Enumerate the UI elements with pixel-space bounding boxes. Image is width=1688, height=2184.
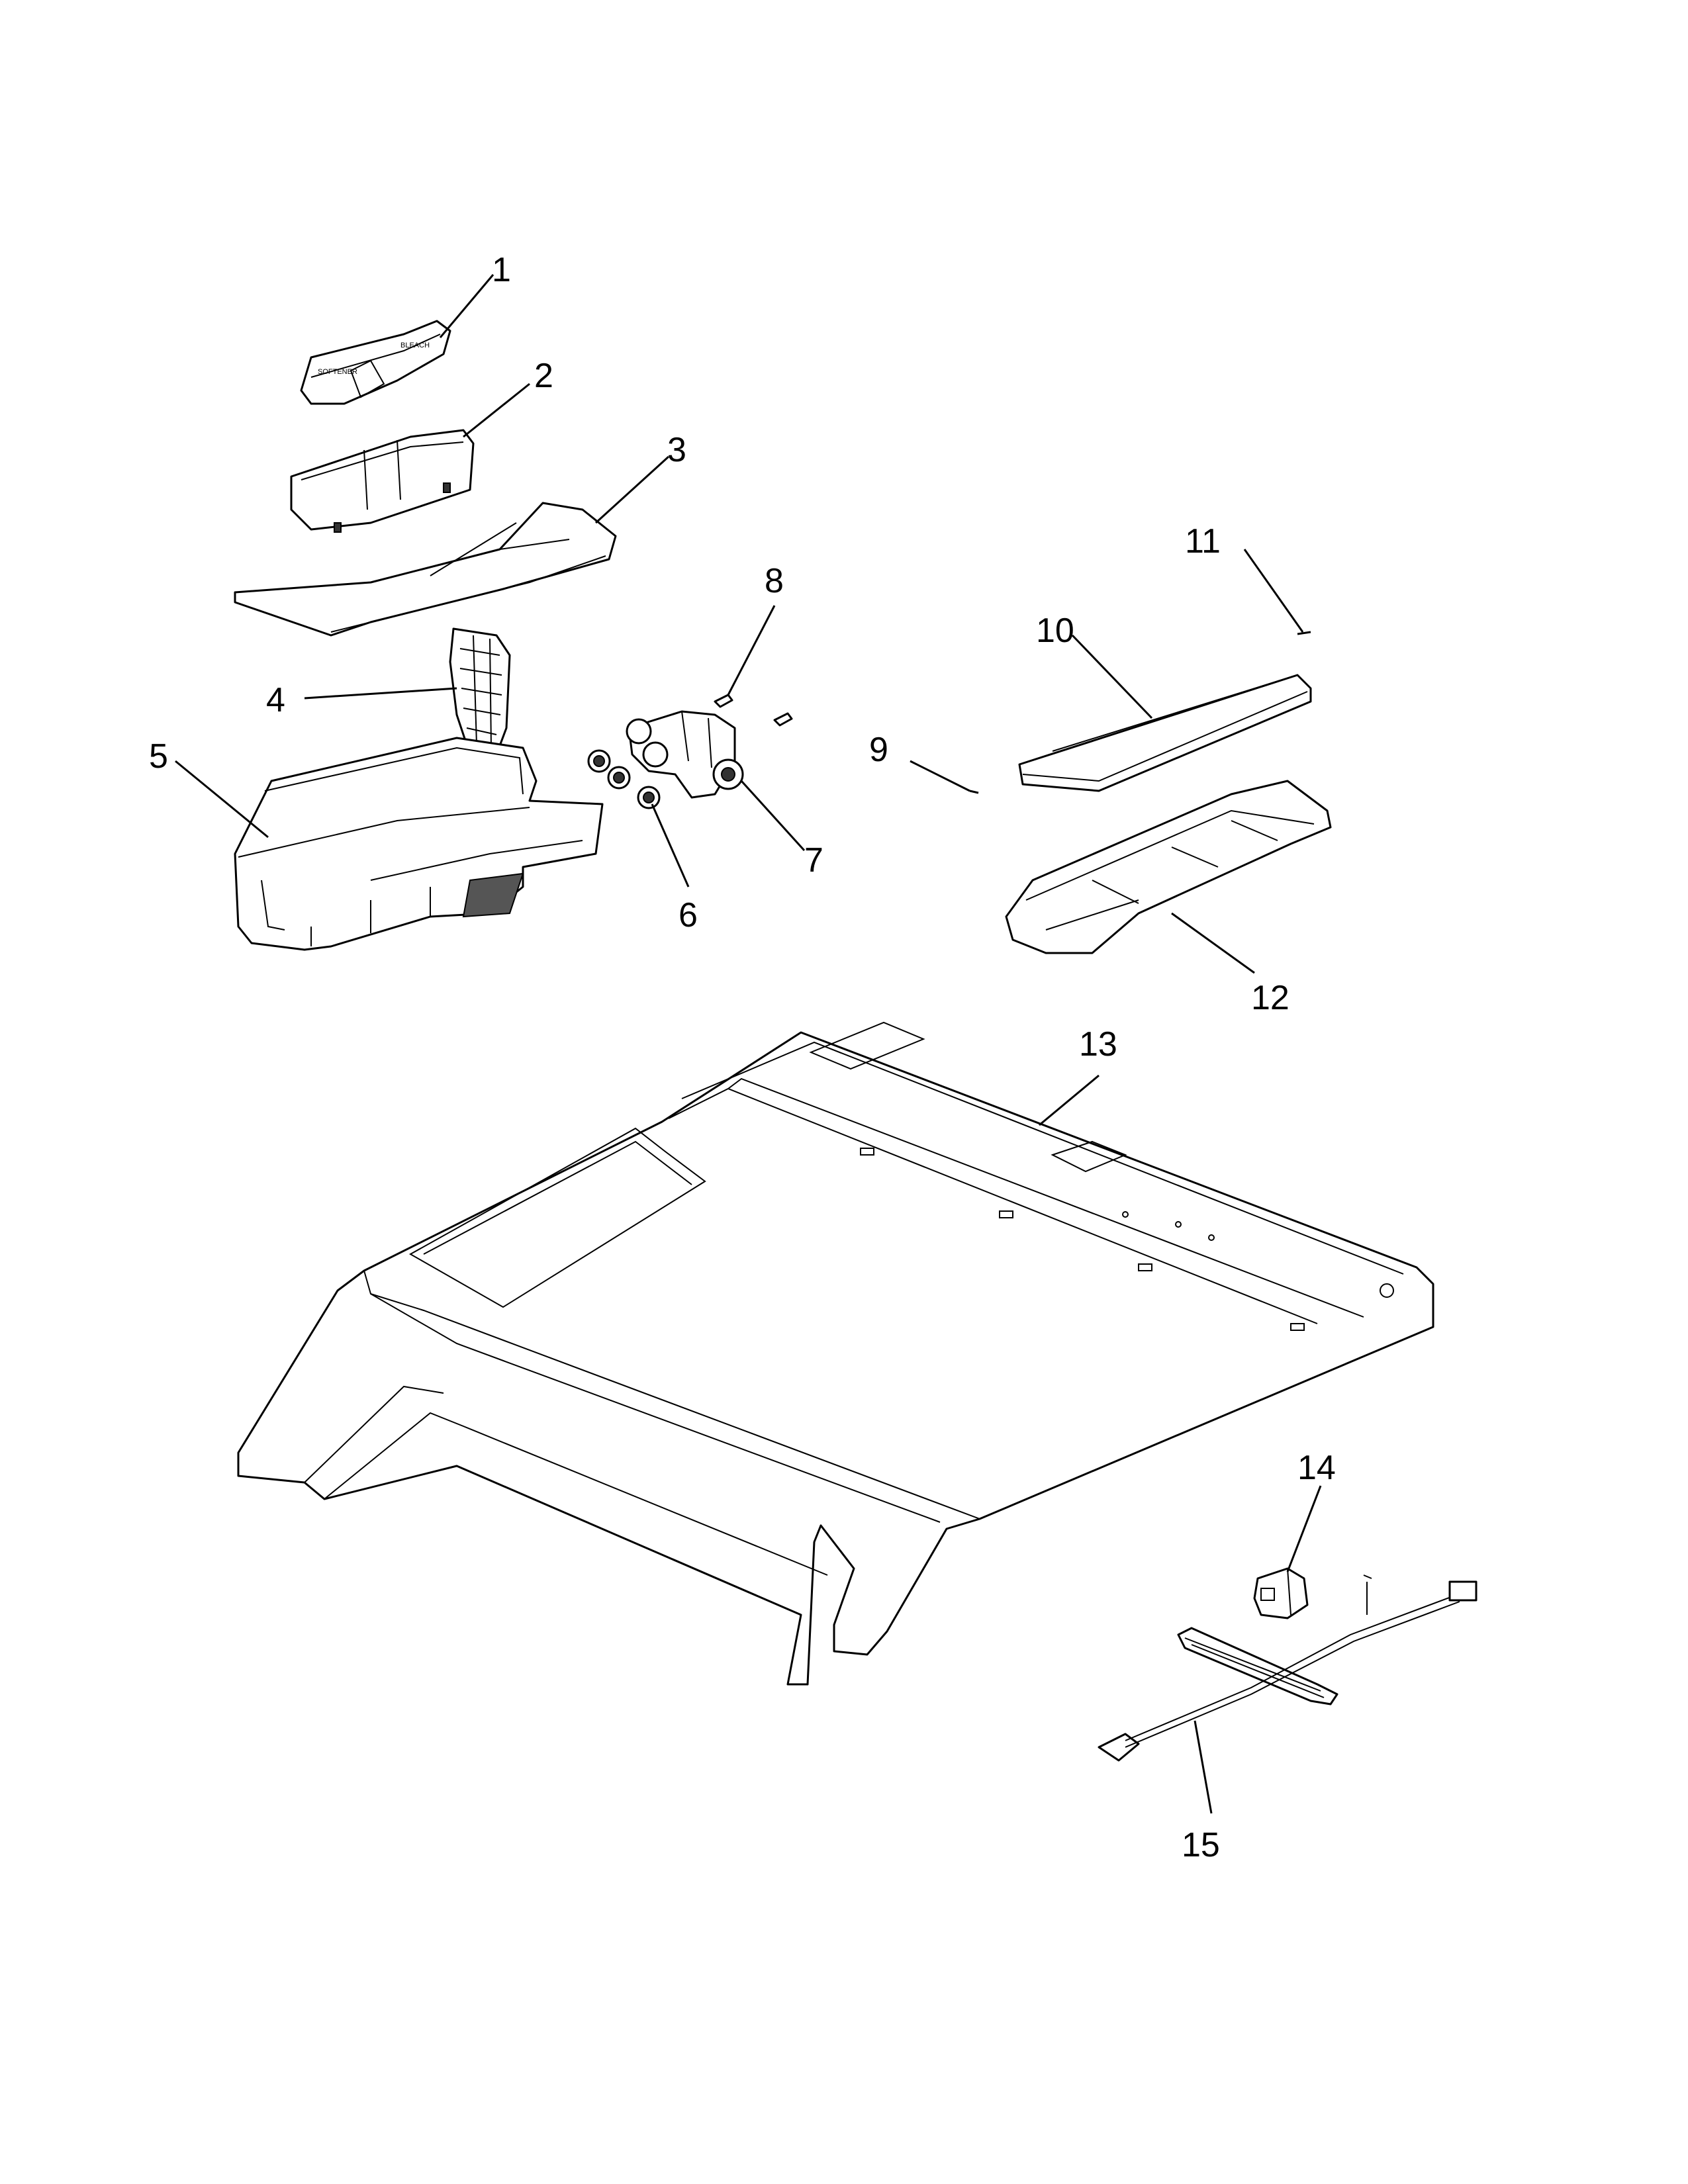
callout-4: 4 (266, 681, 285, 719)
callout-8: 8 (765, 562, 784, 600)
callout-2: 2 (534, 357, 553, 395)
part-15-power-cord (1098, 1574, 1477, 1762)
part-6-valve-nuts (587, 749, 661, 809)
part-14-strain-relief (1253, 1567, 1309, 1619)
leader-6 (651, 803, 690, 887)
leader-13 (1039, 1074, 1100, 1126)
leader-8 (727, 605, 776, 696)
leader-2 (463, 383, 530, 438)
leader-15 (1194, 1720, 1213, 1814)
part-1-label-softener: SOFTENER (318, 368, 357, 376)
leader-9 (910, 760, 970, 792)
callout-6: 6 (679, 896, 698, 934)
callout-numbers: 1 2 3 4 5 6 7 8 9 10 11 12 13 14 15 (149, 251, 1336, 1864)
leader-4 (304, 687, 457, 700)
part-3-dispenser-duct (234, 502, 617, 637)
part-4-grille-insert (449, 627, 511, 756)
callout-10: 10 (1036, 612, 1074, 650)
leader-7 (740, 780, 806, 852)
callout-9: 9 (869, 731, 888, 769)
callout-3: 3 (667, 431, 686, 469)
leader-1 (439, 274, 494, 338)
part-2-dispenser-tray (290, 429, 475, 533)
part-1-dispenser-cap: SOFTENER BLEACH (300, 320, 451, 405)
part-10-lid (1018, 674, 1312, 792)
part-1-label-bleach: BLEACH (400, 341, 430, 349)
leader-3 (594, 455, 670, 524)
leader-5 (175, 760, 269, 839)
callout-12: 12 (1251, 979, 1289, 1017)
callout-11: 11 (1185, 522, 1221, 561)
callout-14: 14 (1297, 1449, 1336, 1487)
part-8-screws (714, 694, 793, 727)
leader-14 (1286, 1485, 1322, 1572)
part-5-dispenser-housing (234, 737, 604, 951)
part-13-top-panel (237, 1021, 1434, 1686)
callout-13: 13 (1079, 1025, 1117, 1064)
callout-15: 15 (1182, 1826, 1220, 1864)
leader-12 (1171, 912, 1255, 974)
part-9-pin (969, 790, 979, 794)
callout-5: 5 (149, 737, 168, 776)
leader-lines (175, 274, 1322, 1814)
part-11-pin (1297, 631, 1311, 635)
part-12-lid-frame (1005, 780, 1332, 954)
callout-7: 7 (804, 841, 823, 880)
callout-1: 1 (492, 251, 511, 289)
part-7-water-inlet-valve (626, 710, 744, 799)
leader-11 (1243, 549, 1304, 633)
leader-10 (1071, 634, 1153, 719)
